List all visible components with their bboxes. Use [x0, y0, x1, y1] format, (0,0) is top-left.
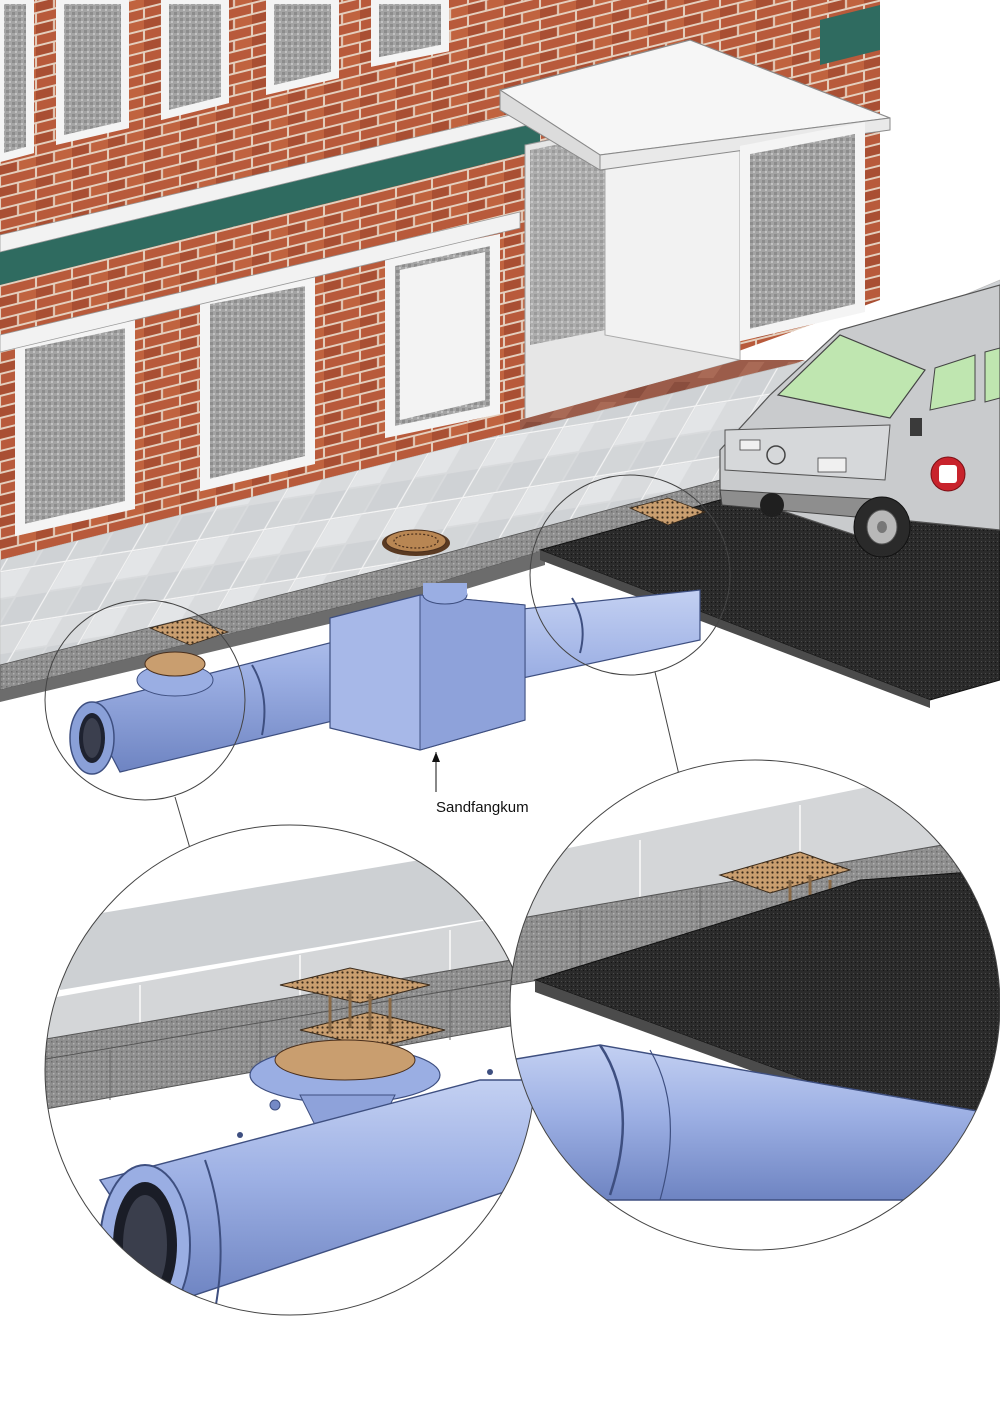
manhole-cover-icon [382, 529, 450, 556]
fascia-band-right [820, 5, 880, 65]
van-rear-wheel [760, 493, 784, 517]
van-side-window [929, 354, 976, 411]
drain-pipe [69, 583, 701, 775]
detail-ring-right [529, 474, 731, 676]
van-windshield [776, 334, 926, 419]
detail-ring-left [44, 599, 246, 801]
sand-trap-box [329, 583, 526, 751]
grate-drain-icon [148, 497, 707, 646]
building-facade [0, 0, 891, 560]
van-logo [766, 445, 786, 465]
van-icon [719, 284, 1000, 558]
detail-view-floor-drain [44, 824, 536, 1316]
fascia-band-upper [0, 120, 540, 285]
sand-trap-callout: Sandfangkum [432, 752, 529, 816]
detail-view-curb-drain [509, 759, 1000, 1251]
upper-windows [0, 0, 449, 163]
lower-windows [15, 233, 500, 537]
sand-trap-label: Sandfangkum [436, 799, 529, 816]
